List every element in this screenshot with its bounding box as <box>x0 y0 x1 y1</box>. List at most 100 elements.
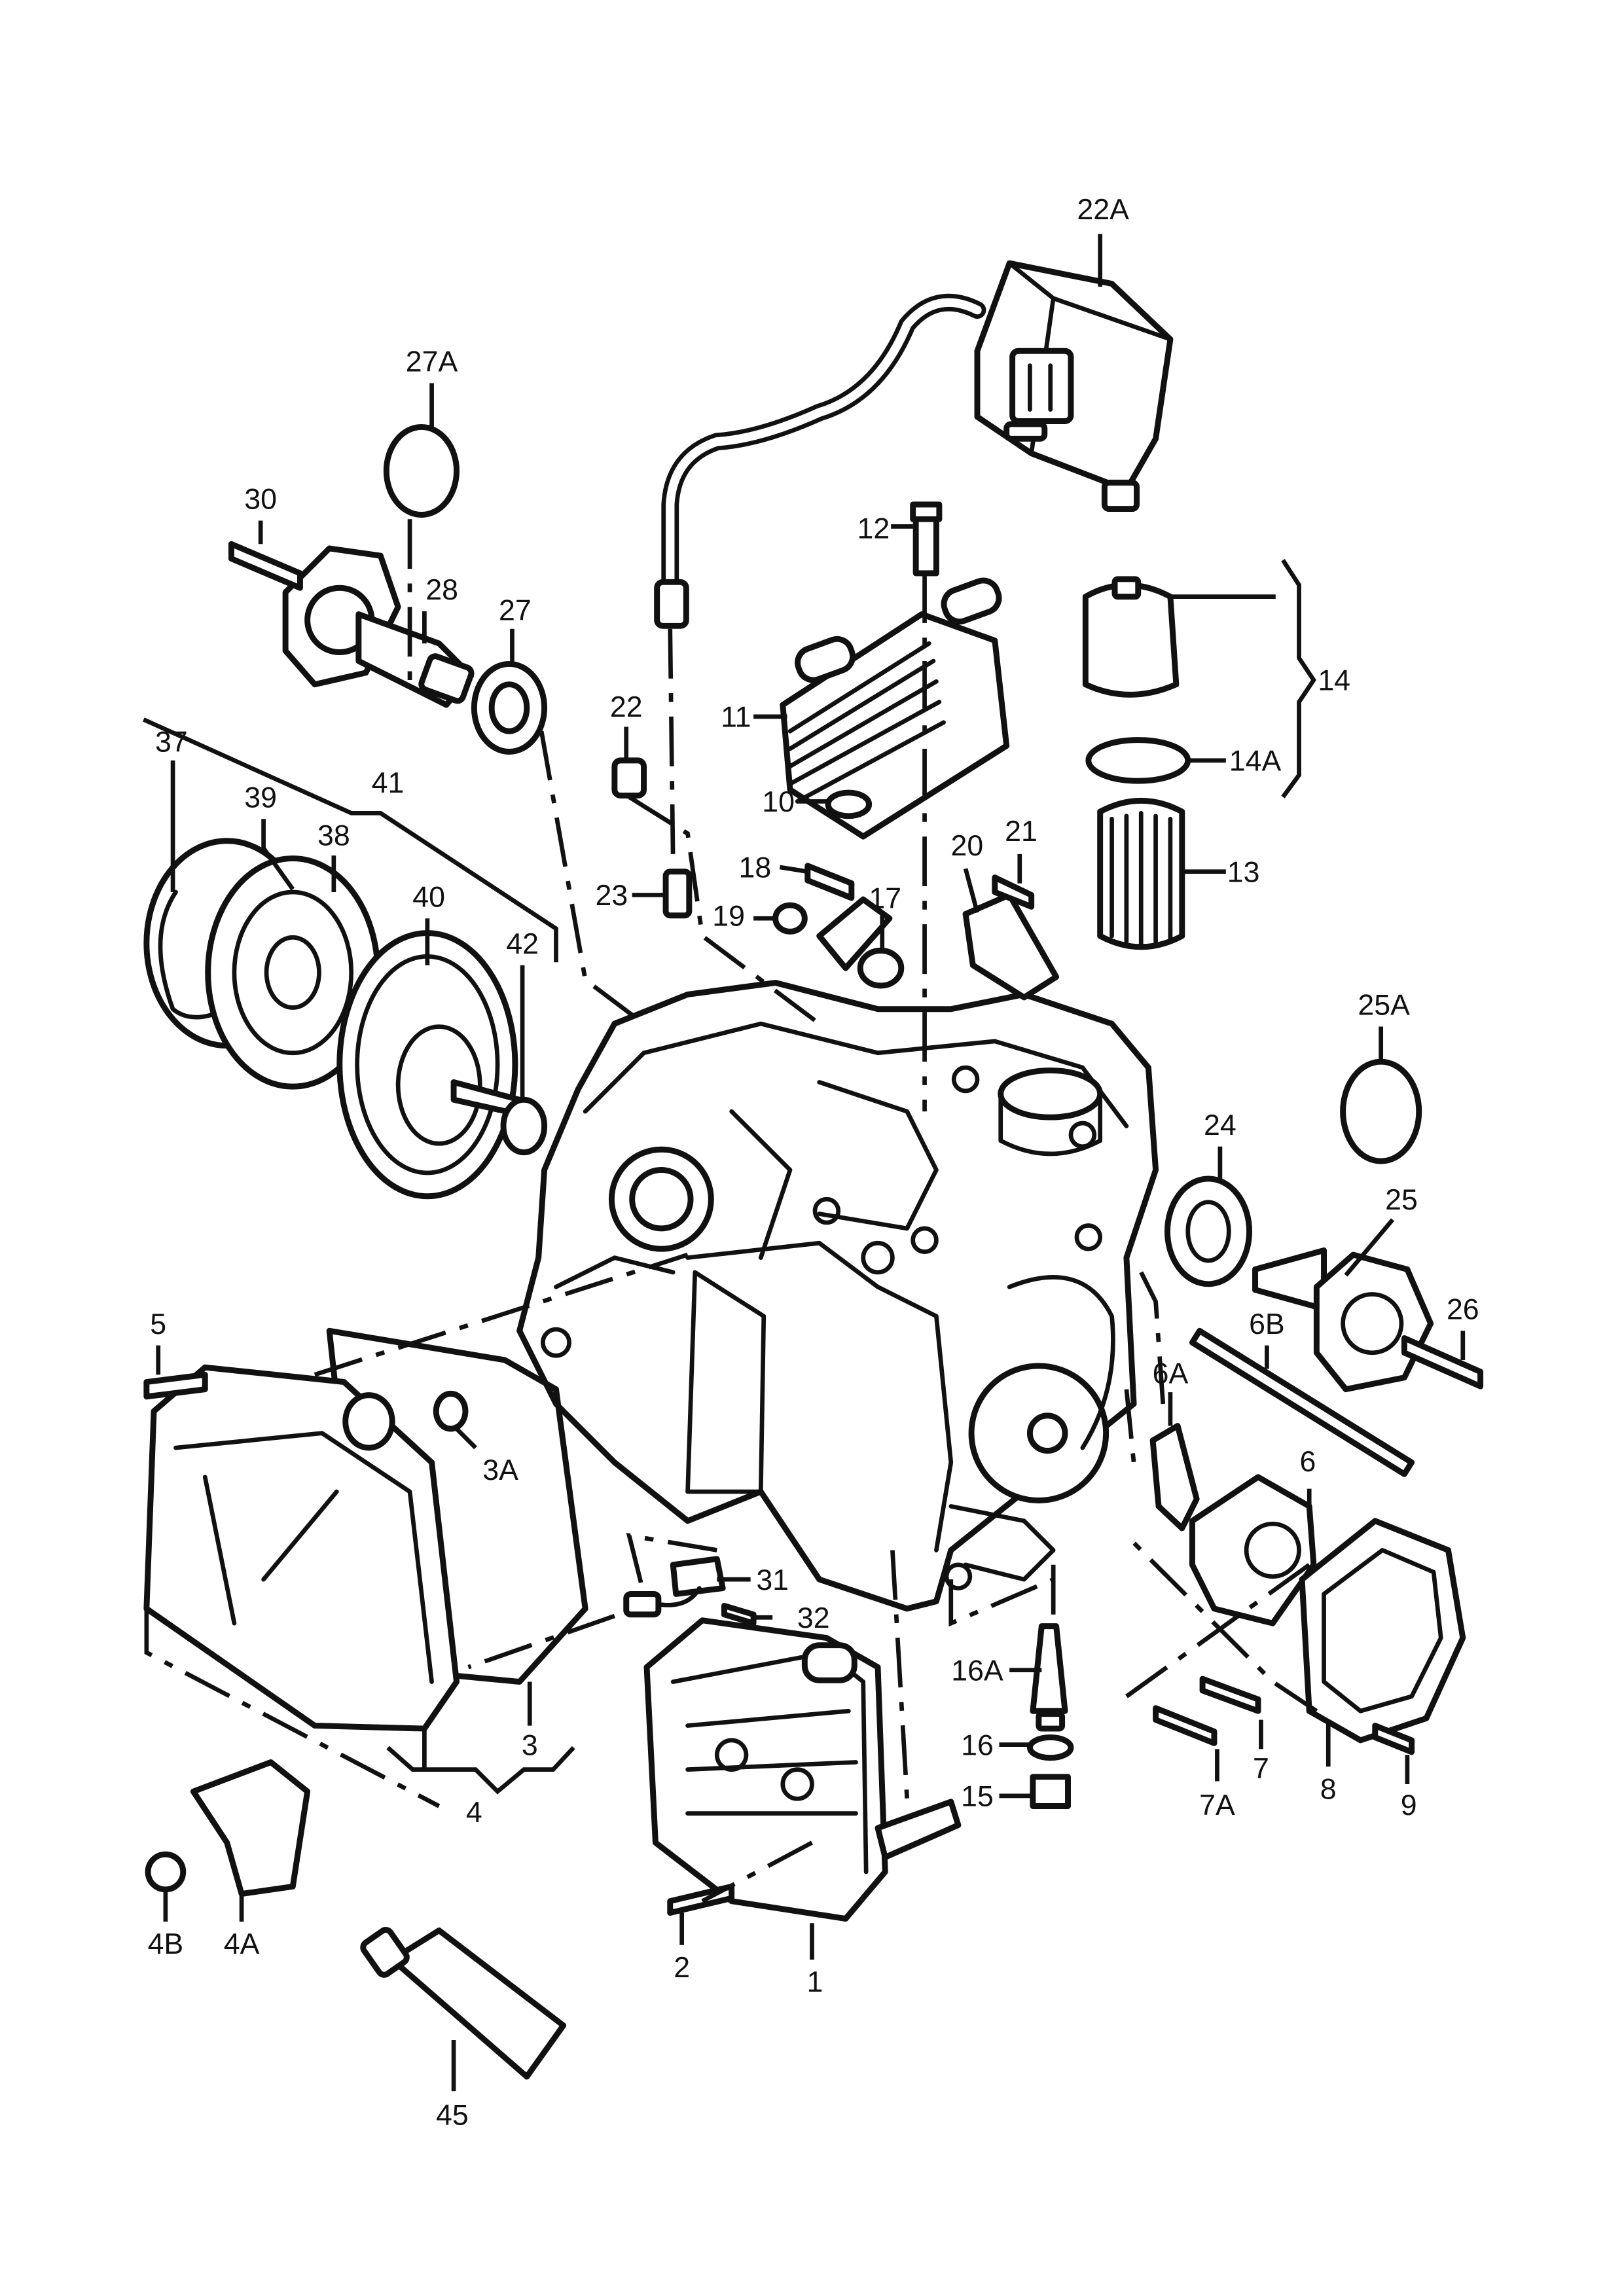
callout-28: 28 <box>425 574 458 606</box>
callout-27a: 27A <box>406 346 458 378</box>
callout-3a: 3A <box>482 1454 518 1486</box>
callout-23: 23 <box>596 880 628 912</box>
callout-6a: 6A <box>1153 1358 1189 1390</box>
cover-8 <box>1299 1518 1466 1744</box>
callout-17: 17 <box>869 883 901 915</box>
sensor-31 <box>670 1556 726 1597</box>
callout-7: 7 <box>1253 1753 1269 1785</box>
callout-6: 6 <box>1300 1446 1316 1478</box>
bracket-17 <box>816 896 893 971</box>
bolt-5 <box>143 1371 208 1400</box>
small-fittings <box>611 757 1060 1001</box>
gearbox-housing <box>516 980 1159 1612</box>
callout-12: 12 <box>857 512 890 545</box>
callout-25: 25 <box>1385 1184 1418 1216</box>
callout-18: 18 <box>739 852 772 884</box>
callout-1: 1 <box>807 1966 823 1998</box>
mechatronic-control-unit <box>974 260 1174 512</box>
callout-6b: 6B <box>1249 1308 1285 1340</box>
callout-26: 26 <box>1447 1293 1479 1325</box>
filter-cap <box>1082 582 1180 698</box>
callout-8: 8 <box>1320 1773 1337 1805</box>
clutch-assembly <box>143 838 548 1200</box>
bolt-12 <box>912 512 939 577</box>
circlip-37 <box>158 889 222 1020</box>
callout-27: 27 <box>499 594 532 626</box>
callout-14: 14 <box>1318 665 1350 697</box>
harness-connector <box>654 579 689 629</box>
pump-6 <box>1189 1474 1317 1626</box>
left-output-flange <box>228 423 548 755</box>
callout-4: 4 <box>466 1797 482 1829</box>
callout-42: 42 <box>506 928 539 960</box>
pump-cover-group <box>1149 1423 1466 1755</box>
callout-10: 10 <box>762 786 795 818</box>
callout-31: 31 <box>756 1564 789 1596</box>
nut-19 <box>772 902 808 935</box>
oil-pan-4a <box>143 1364 460 1732</box>
oring-42 <box>500 1096 548 1156</box>
dual-clutch-40 <box>336 930 518 1200</box>
callout-32: 32 <box>797 1602 830 1634</box>
callout-24: 24 <box>1204 1109 1236 1141</box>
bolt-7 <box>1199 1676 1261 1714</box>
leader-lines <box>143 234 1466 2092</box>
plug-22 <box>611 757 647 798</box>
callout-30: 30 <box>244 484 277 516</box>
callout-16: 16 <box>961 1729 994 1761</box>
bolt-26 <box>1401 1335 1484 1390</box>
gasket-6a <box>1149 1423 1200 1532</box>
callout-2: 2 <box>674 1952 690 1984</box>
callout-4a: 4A <box>224 1928 260 1960</box>
bolt-18 <box>804 863 855 901</box>
connector-strip <box>875 1799 962 1861</box>
drain-plug-15 <box>1030 1774 1071 1809</box>
seal-16 <box>1026 1734 1074 1761</box>
drain-plug-group <box>1026 1623 1074 1809</box>
callout-20: 20 <box>950 830 983 862</box>
seal-10 <box>825 789 873 819</box>
bolt-30 <box>228 541 303 591</box>
bracket-4a <box>190 1759 311 1897</box>
callout-14a: 14A <box>1229 745 1282 778</box>
callout-22a: 22A <box>1077 194 1129 226</box>
callout-15: 15 <box>961 1780 994 1812</box>
callout-41: 41 <box>372 767 405 799</box>
oil-pan-group <box>143 1327 588 1897</box>
assembly-centerlines <box>144 519 1318 1903</box>
callout-40: 40 <box>412 881 445 913</box>
callout-labels: 22A 27A 30 28 27 12 11 10 22 14 14A 13 3… <box>148 194 1479 2131</box>
callout-37: 37 <box>155 726 188 758</box>
callout-21: 21 <box>1005 816 1038 848</box>
right-output-flange <box>1164 1058 1484 1477</box>
oil-seal-24 <box>1164 1175 1253 1287</box>
bolt-9 <box>1372 1723 1415 1755</box>
callout-3: 3 <box>522 1729 538 1761</box>
oil-filter-group <box>1082 576 1191 950</box>
callout-45: 45 <box>436 2100 469 2132</box>
bolt-7a <box>1153 1705 1218 1746</box>
bracket-20 <box>962 891 1060 1001</box>
bolt-32 <box>721 1602 757 1626</box>
callout-39: 39 <box>244 781 277 814</box>
callout-4b: 4B <box>148 1928 184 1960</box>
fitting-3a <box>342 1392 395 1451</box>
oring-25a <box>1340 1058 1422 1164</box>
callout-5: 5 <box>150 1308 166 1340</box>
oring-27a <box>383 423 460 518</box>
oil-cooler <box>780 501 1010 840</box>
callout-11: 11 <box>721 701 751 733</box>
callout-9: 9 <box>1401 1789 1417 1821</box>
callout-25a: 25A <box>1358 990 1410 1022</box>
wiring-harness-outline <box>666 298 982 590</box>
sealant-tube-45 <box>360 1927 567 2080</box>
sleeve-23 <box>662 869 693 919</box>
callout-7a: 7A <box>1199 1789 1235 1821</box>
stud-6b <box>1189 1327 1415 1477</box>
callout-22: 22 <box>610 691 643 723</box>
seal-17 <box>857 947 905 989</box>
nut-4b <box>145 1851 187 1893</box>
oring-14a <box>1085 737 1191 784</box>
